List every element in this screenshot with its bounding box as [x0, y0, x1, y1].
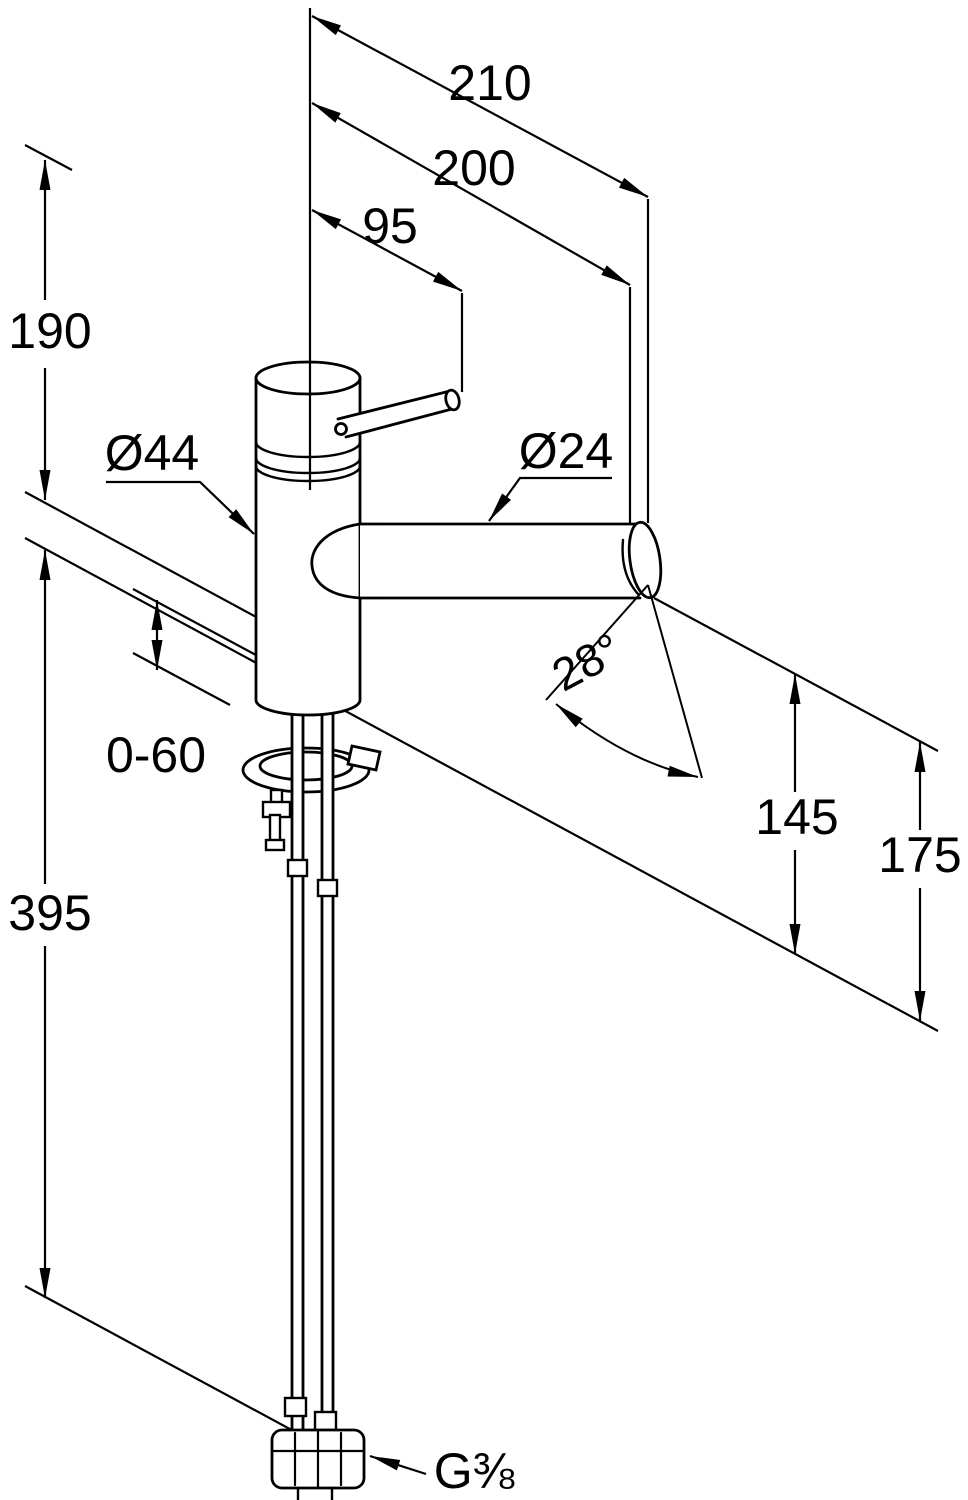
- nut-facets: [272, 1430, 364, 1489]
- spout: [310, 520, 663, 600]
- leader-dia-body: [106, 480, 255, 535]
- leader-dia-spout: [488, 476, 612, 522]
- mounting-plane-line: [24, 537, 939, 1032]
- spout-root-curve: [310, 522, 362, 600]
- nut-tails: [296, 1486, 334, 1500]
- handle-pin: [334, 422, 348, 436]
- angle-ray-left: [545, 584, 649, 701]
- angle-ray-right: [647, 584, 703, 779]
- supply-pipes: [286, 703, 339, 1432]
- pipe-union-right: [316, 878, 339, 898]
- faucet-figure: [241, 360, 663, 1500]
- faucet-body: [254, 360, 362, 717]
- handle-tip: [444, 388, 461, 412]
- dim-label-200: 200: [432, 140, 515, 196]
- clamp-bolt: [261, 788, 292, 852]
- mounting-flange: [241, 744, 382, 852]
- ext-0-60-top: [132, 588, 257, 656]
- dim-line-200: [311, 102, 631, 286]
- body-collar-lines: [254, 440, 362, 483]
- dim-label-190: 190: [8, 303, 91, 359]
- dim-label-145: 145: [755, 789, 838, 845]
- aerator-edge: [621, 538, 640, 596]
- dia-label-spout: Ø24: [519, 423, 614, 479]
- swivel-angle-annotation: [545, 584, 703, 779]
- thread-label: G⅜: [434, 1443, 515, 1499]
- dimension-labels: 210 200 95 190 395 Ø44 Ø24 28° 0-60 145 …: [8, 55, 961, 1499]
- body-top-cap: [254, 360, 362, 396]
- dim-label-395: 395: [8, 885, 91, 941]
- dim-label-95: 95: [362, 198, 418, 254]
- dia-label-body: Ø44: [105, 425, 200, 481]
- pipe-union-left: [286, 858, 309, 878]
- ext-190-top: [24, 144, 73, 171]
- ext-395-bottom: [24, 1285, 313, 1442]
- ext-0-60-bottom: [132, 652, 231, 706]
- dim-label-175: 175: [878, 827, 961, 883]
- dim-line-95: [311, 209, 463, 292]
- angle-arc: [555, 703, 699, 778]
- spout-end-cap: [627, 520, 663, 600]
- connection-hardware: [270, 1396, 366, 1500]
- ext-190-bottom: [24, 491, 259, 619]
- dim-label-0-60: 0-60: [106, 727, 206, 783]
- hose-fitting-right: [313, 1410, 338, 1432]
- handle-lever: [334, 388, 461, 439]
- hose-fitting-left: [283, 1396, 308, 1418]
- dim-label-210: 210: [448, 55, 531, 111]
- leader-thread: [369, 1454, 427, 1476]
- dimension-annotations: [39, 8, 926, 1476]
